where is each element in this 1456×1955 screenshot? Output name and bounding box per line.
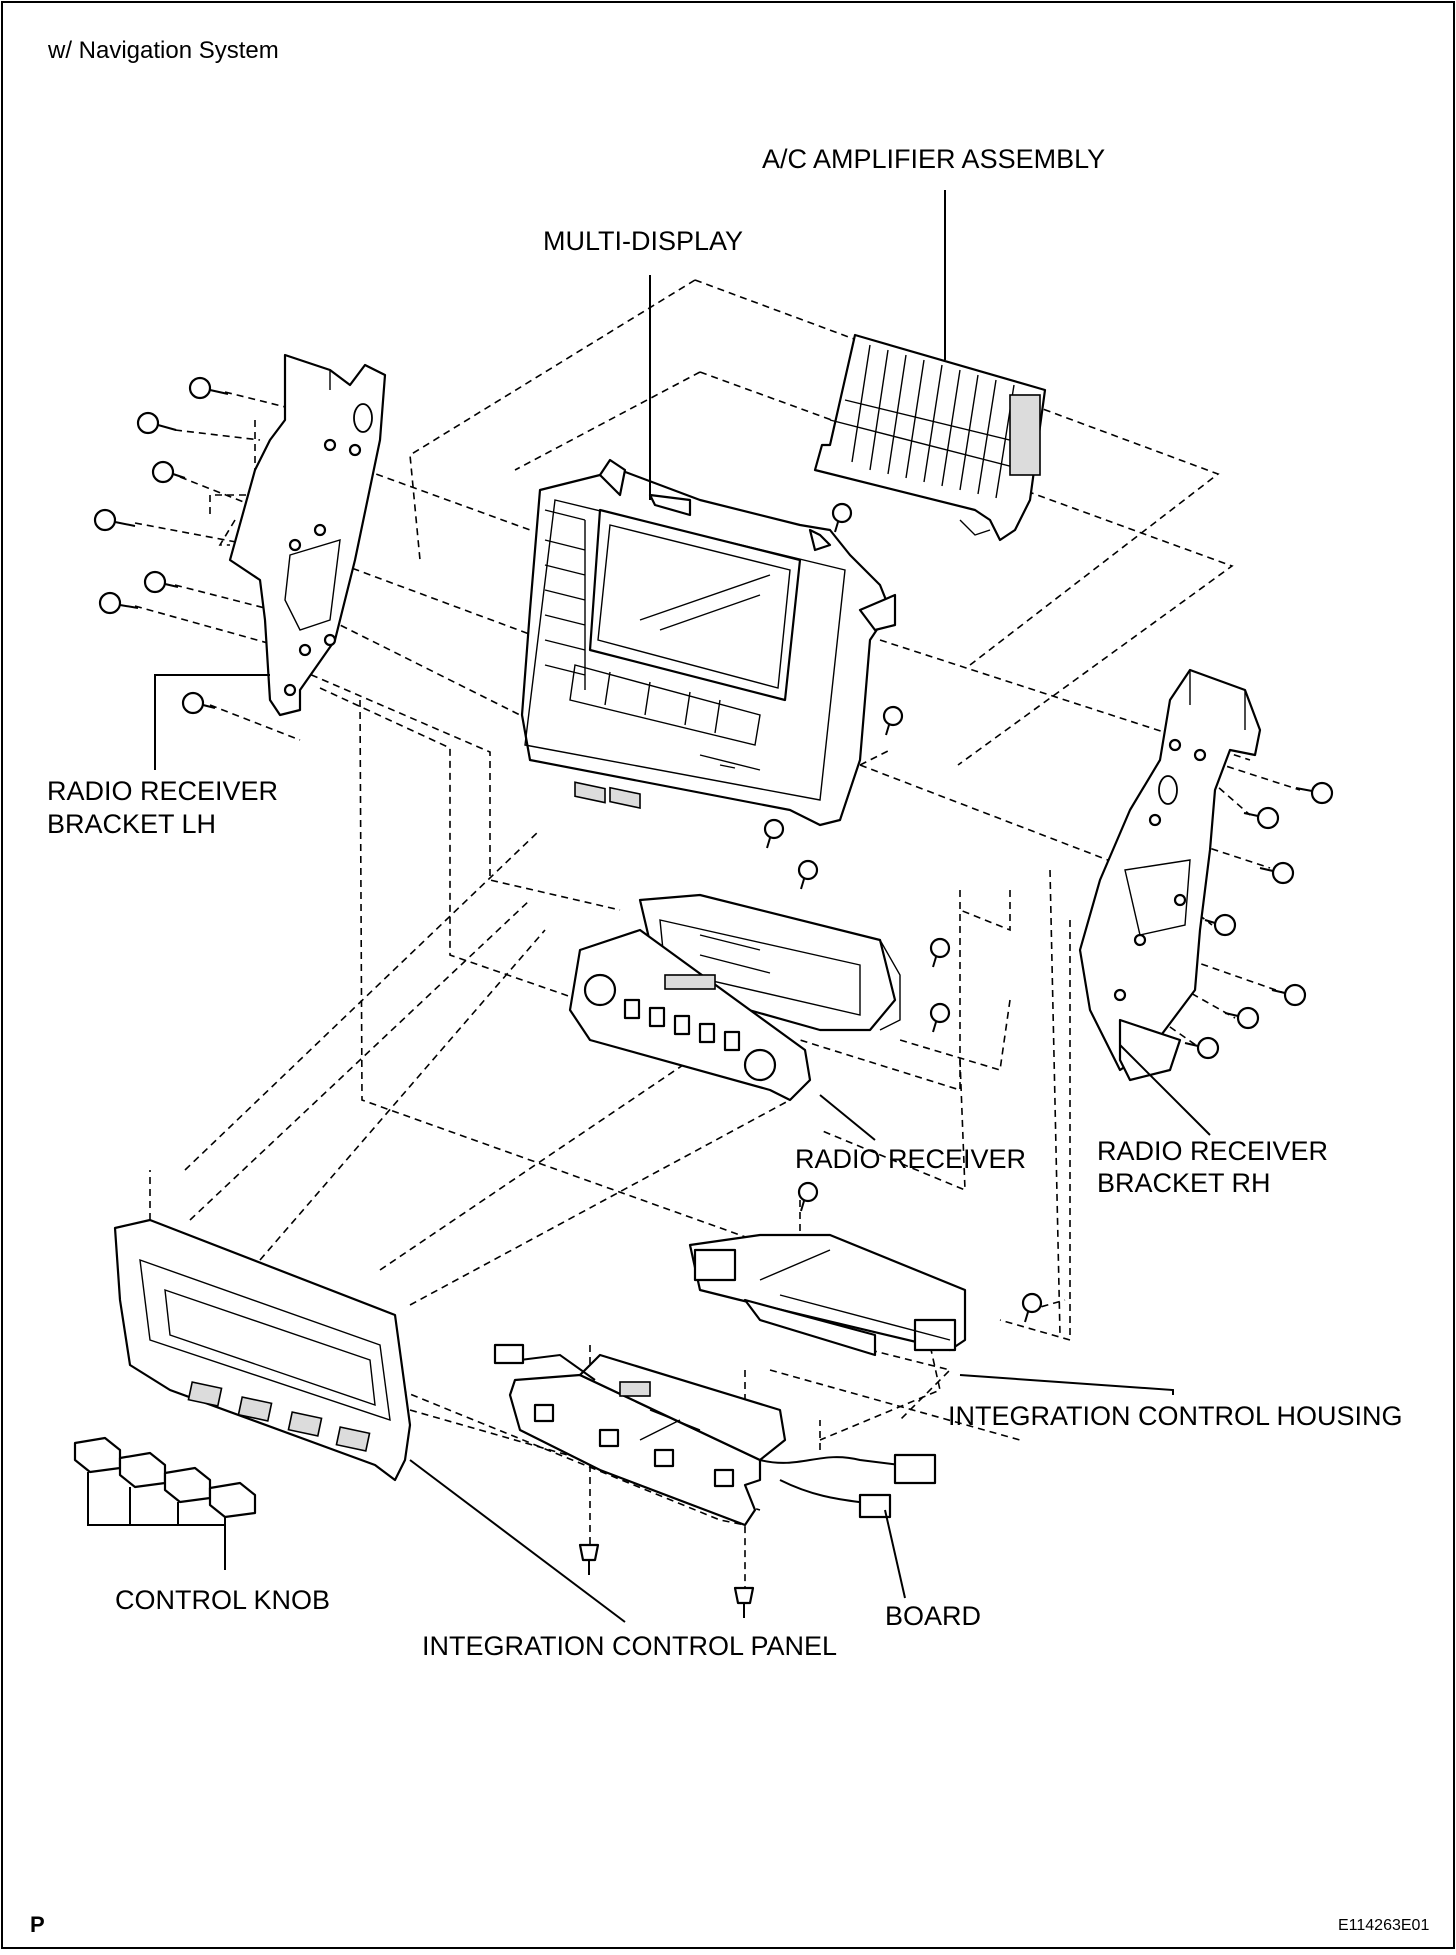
bolt-icon	[831, 502, 853, 533]
multi-display	[520, 458, 897, 827]
label-bracket-lh-line1: RADIO RECEIVER	[47, 776, 278, 806]
page-mark: P	[30, 1912, 45, 1937]
bolts	[93, 376, 1334, 1618]
bolt-icon	[797, 1181, 819, 1212]
radio-receiver	[568, 893, 901, 1102]
bolt-icon	[797, 859, 819, 890]
bolt-icon	[1243, 806, 1280, 830]
bolt-icon	[188, 376, 229, 400]
bolt-icon	[1021, 1292, 1043, 1323]
bolt-icon	[1224, 1006, 1260, 1030]
screw-icon	[733, 1586, 755, 1618]
bolt-icon	[1271, 983, 1307, 1007]
bolt-icon	[98, 591, 139, 615]
bolt-icon	[136, 411, 177, 435]
radio-receiver-bracket-rh	[1078, 668, 1262, 1082]
screw-icon	[578, 1543, 600, 1575]
bolt-icon	[1184, 1036, 1220, 1060]
control-knobs	[73, 1436, 257, 1570]
bolt-icon	[181, 691, 216, 715]
integration-control-panel	[113, 1218, 412, 1482]
label-bracket-lh-line2: BRACKET LH	[47, 809, 216, 839]
label-ac-amplifier-assembly: A/C AMPLIFIER ASSEMBLY	[762, 144, 1105, 174]
radio-buttons	[623, 974, 741, 1052]
labels: A/C AMPLIFIER ASSEMBLY MULTI-DISPLAY RAD…	[47, 144, 1403, 1661]
ac-amplifier-assembly	[813, 333, 1047, 542]
label-multi-display: MULTI-DISPLAY	[543, 226, 743, 256]
display-side-buttons	[544, 509, 586, 690]
leader-lines	[154, 190, 1211, 1623]
label-integration-control-panel: INTEGRATION CONTROL PANEL	[422, 1631, 837, 1661]
variant-title: w/ Navigation System	[47, 37, 279, 64]
bolt-icon	[143, 570, 179, 594]
panel-buttons	[187, 1381, 371, 1452]
label-integration-control-housing: INTEGRATION CONTROL HOUSING	[948, 1401, 1403, 1431]
label-radio-receiver: RADIO RECEIVER	[795, 1144, 1026, 1174]
board	[493, 1343, 937, 1527]
integration-control-housing	[688, 1233, 967, 1357]
label-bracket-rh-line1: RADIO RECEIVER	[1097, 1136, 1328, 1166]
display-bottom-buttons	[569, 664, 761, 810]
bolt-icon	[929, 1002, 951, 1033]
bolt-icon	[93, 508, 136, 532]
bolt-icon	[1295, 781, 1334, 805]
label-control-knob: CONTROL KNOB	[115, 1585, 330, 1615]
figure-code: E114263E01	[1338, 1917, 1429, 1934]
label-bracket-rh-line2: BRACKET RH	[1097, 1168, 1271, 1198]
radio-receiver-bracket-lh	[228, 353, 387, 717]
bolt-icon	[882, 705, 904, 736]
bolt-icon	[929, 937, 951, 968]
bolt-icon	[1259, 861, 1295, 885]
bolt-icon	[1204, 913, 1237, 937]
bolt-icon	[763, 818, 785, 849]
label-board: BOARD	[885, 1601, 981, 1631]
bolt-icon	[151, 460, 186, 484]
